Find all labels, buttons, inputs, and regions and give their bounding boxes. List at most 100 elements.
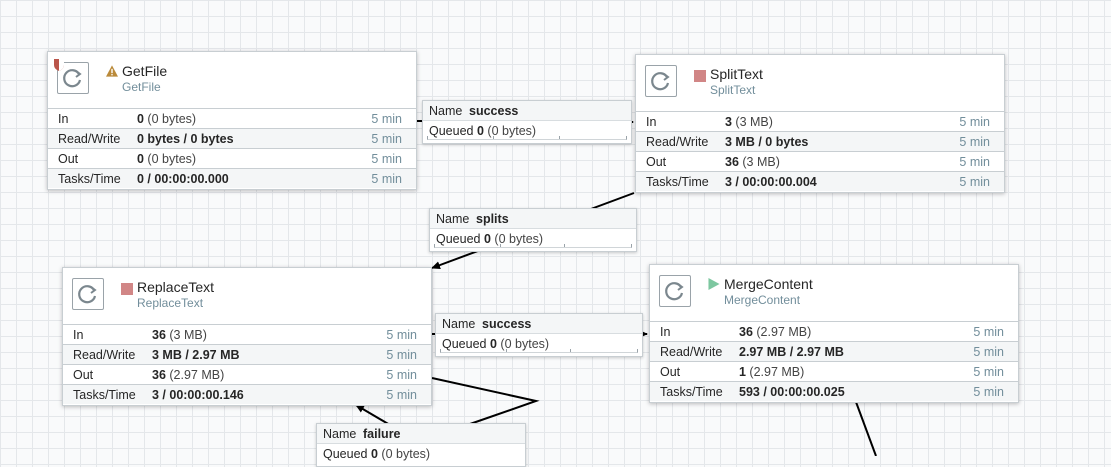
stat-time: 5 min [371, 132, 402, 146]
stat-time: 5 min [973, 385, 1004, 399]
connection-line-failure-arrow [355, 404, 391, 426]
stat-label: In [73, 328, 84, 342]
processor-name: GetFile [122, 63, 168, 79]
processor-icon [72, 278, 104, 310]
stat-row-tasks: Tasks/Time 3 / 00:00:00.146 5 min [63, 384, 431, 404]
stat-value: 0 (0 bytes) [137, 112, 197, 126]
processor-refresh-icon [665, 282, 684, 301]
stat-row-in: In 3 (3 MB) 5 min [636, 111, 1004, 131]
connection-name-label: Name [429, 104, 463, 118]
stat-row-out: Out 0 (0 bytes) 5 min [48, 148, 416, 168]
stat-value: 1 (2.97 MB) [739, 365, 805, 379]
processor-name: ReplaceText [137, 279, 215, 295]
stat-time: 5 min [959, 135, 990, 149]
stat-value: 3 / 00:00:00.146 [152, 388, 244, 402]
connection-line-failure [431, 377, 540, 425]
stat-label: Out [660, 365, 681, 379]
stopped-icon[interactable] [121, 283, 133, 295]
stat-value: 593 / 00:00:00.025 [739, 385, 845, 399]
stat-label: Out [646, 155, 667, 169]
queue-bar [440, 349, 638, 353]
stat-value: 3 MB / 2.97 MB [152, 348, 240, 362]
stat-value: 3 MB / 0 bytes [725, 135, 809, 149]
connection-queued-label: Queued [323, 447, 368, 461]
stat-label: Read/Write [660, 345, 723, 359]
stat-value: 0 / 00:00:00.000 [137, 172, 229, 186]
restricted-shield-icon [54, 59, 64, 71]
stat-row-tasks: Tasks/Time 593 / 00:00:00.025 5 min [650, 381, 1018, 401]
stat-time: 5 min [386, 388, 417, 402]
connection-queued-value: 0 (0 bytes) [371, 447, 431, 461]
stat-value: 36 (3 MB) [152, 328, 207, 342]
stat-label: In [646, 115, 657, 129]
stat-label: Tasks/Time [58, 172, 121, 186]
stat-label: Read/Write [58, 132, 121, 146]
stat-row-readwrite: Read/Write 0 bytes / 0 bytes 5 min [48, 128, 416, 148]
processor-splittext[interactable]: SplitText SplitText In 3 (3 MB) 5 min Read… [635, 54, 1005, 193]
warning-icon[interactable] [106, 65, 118, 77]
connection-queued-value: 0 (0 bytes) [490, 337, 550, 351]
stat-row-out: Out 1 (2.97 MB) 5 min [650, 361, 1018, 381]
stat-time: 5 min [959, 115, 990, 129]
stat-time: 5 min [371, 112, 402, 126]
processor-name: MergeContent [724, 276, 813, 292]
processor-name: SplitText [710, 66, 763, 82]
processor-refresh-icon [651, 72, 670, 91]
stat-time: 5 min [386, 368, 417, 382]
connection-line-merge-out [855, 401, 877, 456]
stat-row-readwrite: Read/Write 3 MB / 0 bytes 5 min [636, 131, 1004, 151]
stat-value: 36 (2.97 MB) [739, 325, 812, 339]
queue-bar [434, 244, 632, 248]
processor-refresh-icon [78, 285, 97, 304]
stat-value: 36 (3 MB) [725, 155, 780, 169]
processor-mergecontent[interactable]: MergeContent MergeContent In 36 (2.97 MB)… [649, 264, 1019, 403]
processor-type: SplitText [710, 83, 756, 97]
stat-row-in: In 36 (3 MB) 5 min [63, 324, 431, 344]
stat-label: Out [58, 152, 79, 166]
connection-name-label: Name [323, 427, 357, 441]
stat-row-readwrite: Read/Write 2.97 MB / 2.97 MB 5 min [650, 341, 1018, 361]
connection-name: success [482, 317, 532, 331]
processor-type: MergeContent [724, 293, 801, 307]
connection-name-label: Name [442, 317, 476, 331]
stopped-icon[interactable] [694, 70, 706, 82]
stat-value: 3 (3 MB) [725, 115, 773, 129]
queue-bar [427, 136, 627, 140]
connection-queued-value: 0 (0 bytes) [484, 232, 544, 246]
connection-name: success [469, 104, 519, 118]
stat-time: 5 min [959, 175, 990, 189]
stat-time: 5 min [973, 345, 1004, 359]
stat-time: 5 min [371, 152, 402, 166]
processor-refresh-icon [63, 69, 82, 88]
connection-queued-label: Queued [429, 124, 474, 138]
connection-queued-label: Queued [436, 232, 481, 246]
stat-value: 2.97 MB / 2.97 MB [739, 345, 844, 359]
stat-label: Tasks/Time [73, 388, 136, 402]
stat-label: In [660, 325, 671, 339]
running-icon[interactable] [708, 278, 720, 290]
connection-name: failure [363, 427, 401, 441]
connection-queued-value: 0 (0 bytes) [477, 124, 537, 138]
stat-label: Read/Write [646, 135, 709, 149]
stat-time: 5 min [973, 365, 1004, 379]
processor-type: GetFile [122, 80, 161, 94]
stat-value: 0 (0 bytes) [137, 152, 197, 166]
stat-time: 5 min [386, 328, 417, 342]
stat-value: 36 (2.97 MB) [152, 368, 225, 382]
connection-queued-label: Queued [442, 337, 487, 351]
stat-label: Tasks/Time [660, 385, 723, 399]
stat-value: 0 bytes / 0 bytes [137, 132, 234, 146]
stat-label: Read/Write [73, 348, 136, 362]
